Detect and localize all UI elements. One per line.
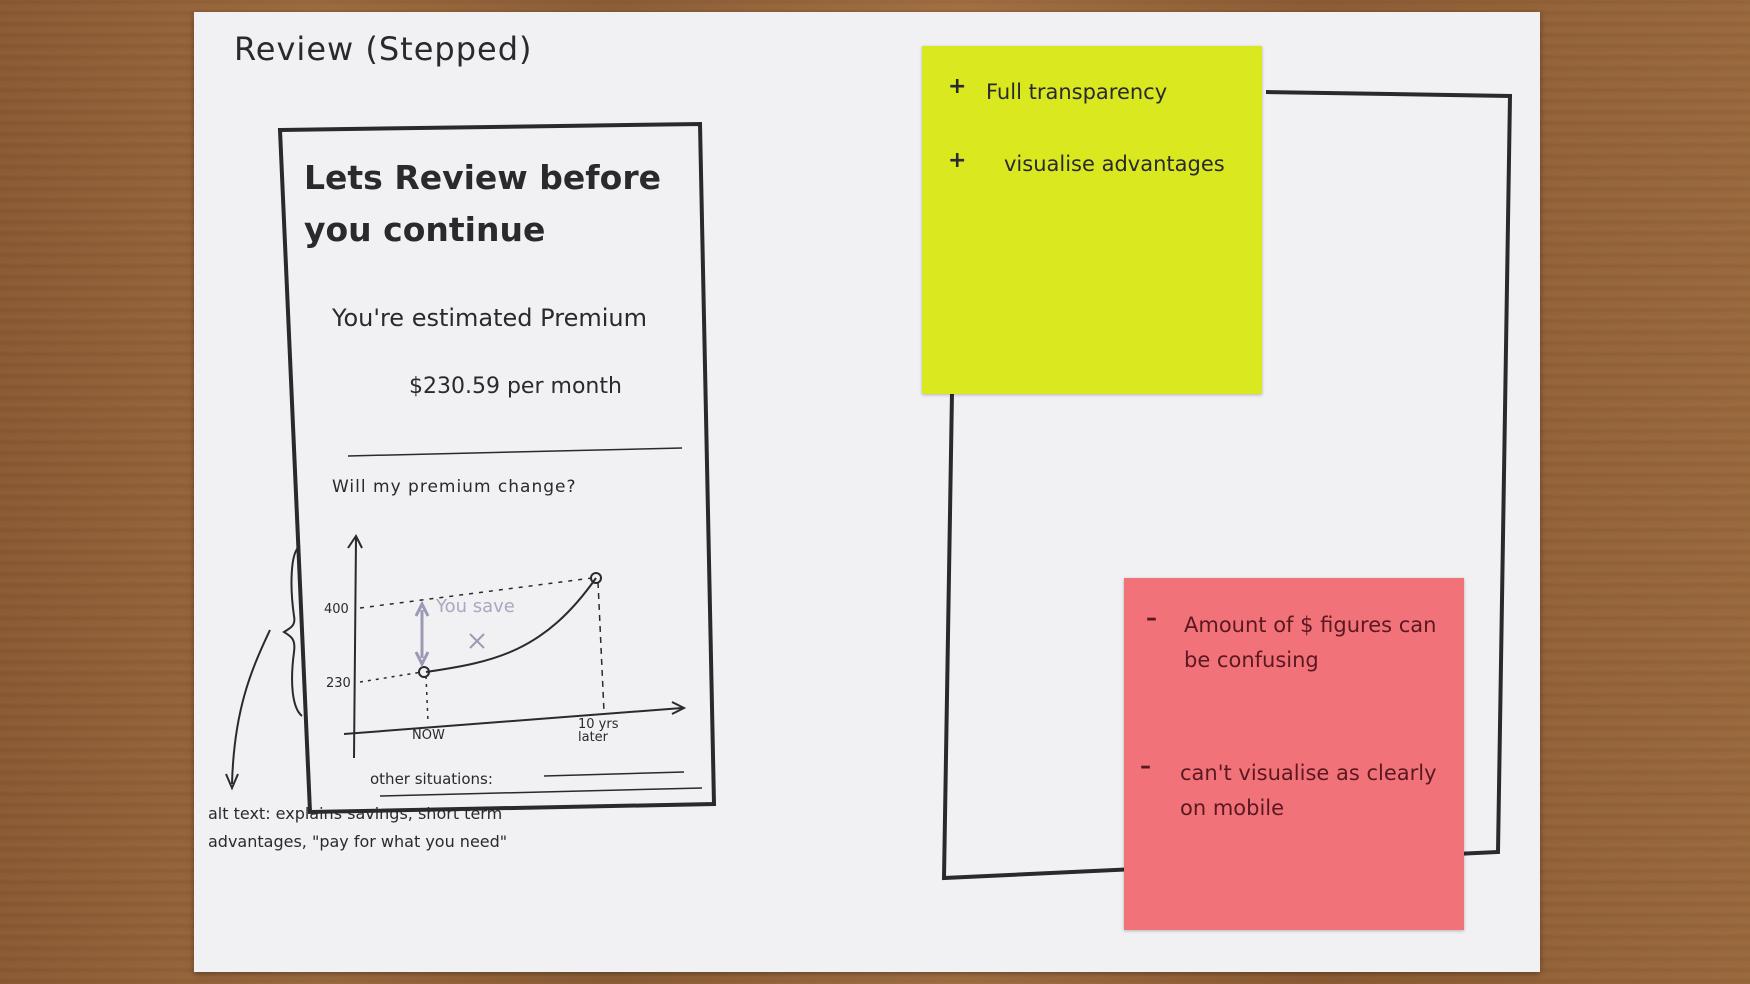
other-line-1 xyxy=(543,771,685,777)
other-line-2 xyxy=(379,787,703,797)
graph-x-arrow xyxy=(671,701,687,715)
right-panel-frame xyxy=(941,90,1513,881)
minus-icon: – xyxy=(1146,606,1157,631)
phone-sketch-drawing xyxy=(225,90,1513,881)
graph-y-axis xyxy=(353,537,357,759)
sketch-title: Review (Stepped) xyxy=(234,30,533,68)
x-tick-later: 10 yrs later xyxy=(578,717,619,745)
alt-text-note: alt text: explains savings, short term a… xyxy=(208,804,508,851)
negative-item-2: can't visualise as clearly on mobile xyxy=(1180,761,1437,820)
premium-price: $230.59 per month xyxy=(409,374,622,399)
plus-icon: + xyxy=(948,74,967,99)
y-tick-230: 230 xyxy=(326,676,351,691)
divider-line xyxy=(347,447,683,457)
positive-item-1: Full transparency xyxy=(986,80,1168,104)
x-tick-now: NOW xyxy=(412,728,445,743)
estimate-label: You're estimated Premium xyxy=(332,304,647,332)
negatives-sticky-note: – Amount of $ figures can be confusing –… xyxy=(1124,578,1464,930)
positives-sticky-note: + Full transparency + visualise advantag… xyxy=(922,46,1262,394)
premium-curve xyxy=(425,577,597,673)
positive-item-2: visualise advantages xyxy=(1004,152,1225,176)
paper-sheet: Review (Stepped) Lets Revie xyxy=(194,12,1540,972)
minus-icon: – xyxy=(1140,754,1151,779)
cross-mark xyxy=(469,633,485,649)
curve-end-point xyxy=(590,572,602,584)
negative-item-1: Amount of $ figures can be confusing xyxy=(1184,613,1437,672)
premium-change-question: Will my premium change? xyxy=(332,477,577,497)
phone-frame xyxy=(277,121,717,815)
brace xyxy=(282,545,303,717)
guide-now xyxy=(425,675,429,723)
other-situations-label: other situations: xyxy=(370,770,493,788)
graph-y-arrow xyxy=(347,534,363,549)
alt-text-arrow xyxy=(231,629,271,785)
curve-start-point xyxy=(418,666,430,678)
phone-heading: Lets Review before you continue xyxy=(304,158,661,249)
y-tick-400: 400 xyxy=(324,602,349,617)
graph-x-axis xyxy=(343,707,683,735)
guide-later xyxy=(597,581,605,713)
you-save-annotation: You save xyxy=(436,596,515,617)
guide-230 xyxy=(359,671,423,683)
plus-icon: + xyxy=(948,148,967,173)
